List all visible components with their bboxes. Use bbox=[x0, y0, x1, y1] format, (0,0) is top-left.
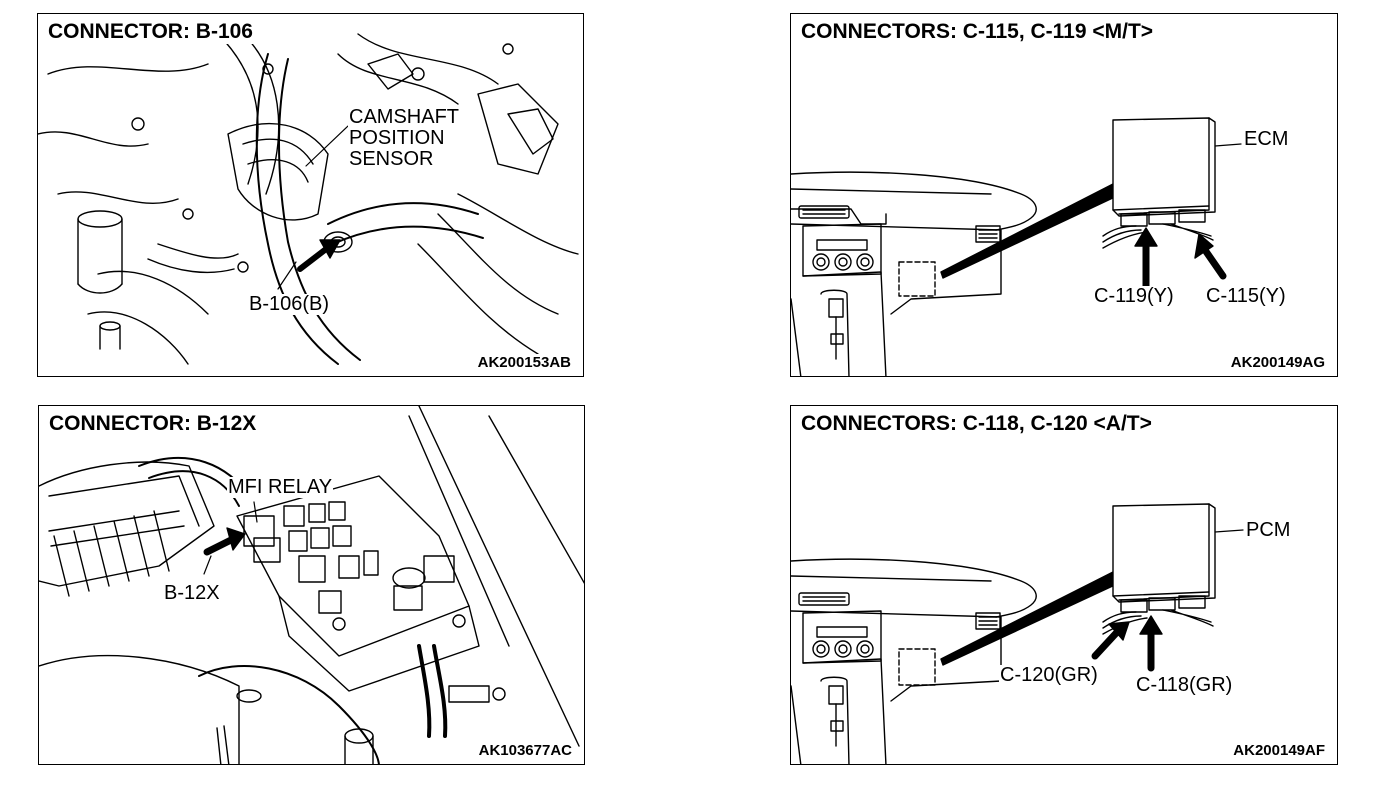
figure-code: AK200149AF bbox=[1231, 742, 1327, 759]
module-label: ECM bbox=[1243, 128, 1290, 150]
figure-code: AK200153AB bbox=[475, 354, 573, 371]
dashboard-ecm-illustration bbox=[791, 117, 1242, 376]
component-label: CAMSHAFT POSITION SENSOR bbox=[348, 107, 460, 170]
connector-label: B-12X bbox=[163, 582, 221, 604]
panel-title: CONNECTOR: B-106 bbox=[46, 20, 255, 44]
panel-title: CONNECTORS: C-115, C-119 <M/T> bbox=[799, 20, 1156, 44]
connector-a-label: C-120(GR) bbox=[999, 664, 1099, 686]
connector-b-label: C-115(Y) bbox=[1205, 285, 1287, 307]
component-label-line: POSITION bbox=[349, 127, 445, 149]
connector-label: B-106(B) bbox=[248, 293, 331, 315]
relay-box-illustration bbox=[39, 406, 584, 764]
diagram-panel-b106: CONNECTOR: B-106 CAMSHAFT POSITION SENSO… bbox=[37, 13, 584, 377]
module-label: PCM bbox=[1245, 519, 1292, 541]
figure-code: AK103677AC bbox=[476, 742, 574, 759]
diagram-panel-b12x: CONNECTOR: B-12X MFI RELAY B-12X AK10367… bbox=[38, 405, 585, 765]
panel-title: CONNECTOR: B-12X bbox=[47, 412, 259, 436]
dashboard-pcm-illustration bbox=[791, 503, 1244, 764]
connector-b-label: C-118(GR) bbox=[1135, 674, 1234, 696]
diagram-panel-c115-c119: CONNECTORS: C-115, C-119 <M/T> ECM C-119… bbox=[790, 13, 1338, 377]
diagram-panel-c118-c120: CONNECTORS: C-118, C-120 <A/T> PCM C-120… bbox=[790, 405, 1338, 765]
figure-code: AK200149AG bbox=[1228, 354, 1327, 371]
panel-title: CONNECTORS: C-118, C-120 <A/T> bbox=[799, 412, 1154, 436]
engine-bay-illustration bbox=[38, 28, 579, 365]
component-label-line: CAMSHAFT bbox=[349, 106, 459, 128]
component-label: MFI RELAY bbox=[227, 476, 334, 498]
connector-a-label: C-119(Y) bbox=[1093, 285, 1175, 307]
component-label-line: SENSOR bbox=[349, 148, 434, 170]
